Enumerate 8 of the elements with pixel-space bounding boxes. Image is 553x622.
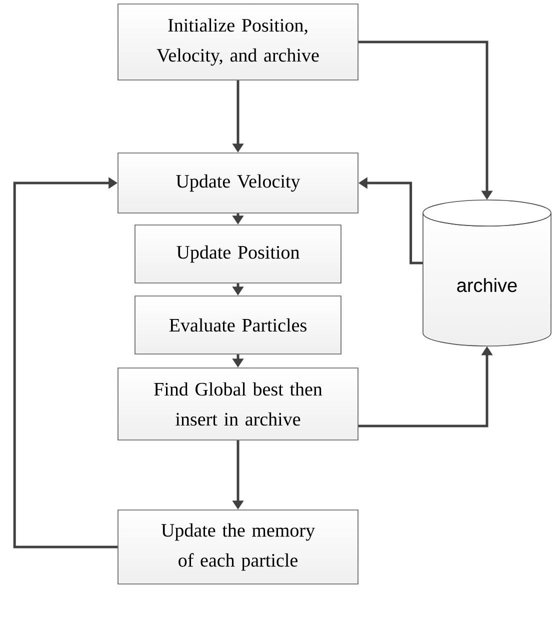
arrow: [13, 177, 118, 548]
process-box: Initialize Position, Velocity, and archive: [118, 4, 358, 80]
process-box: Evaluate Particles: [134, 296, 342, 354]
process-box: Update Velocity: [118, 152, 358, 214]
process-box: Update the memory of each particle: [118, 510, 358, 584]
process-box: Find Global best then insert in archive: [118, 368, 358, 440]
archive-cylinder: archive: [422, 200, 552, 346]
process-box: Update Position: [134, 224, 342, 284]
